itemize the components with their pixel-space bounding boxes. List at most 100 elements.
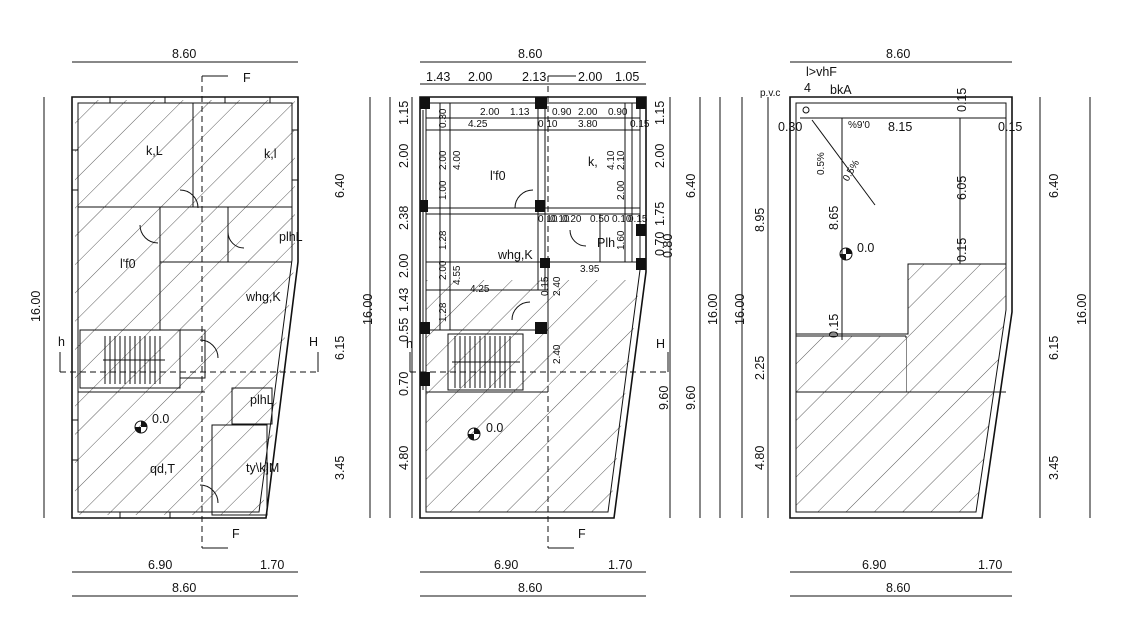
plan-roof bbox=[741, 61, 1091, 597]
plan1-section-h-left: h bbox=[58, 335, 65, 349]
plan3-inner-v2: 6.05 bbox=[955, 176, 969, 200]
plan2-inner-9: 0.15 bbox=[630, 119, 650, 130]
plan3-dim-right-c: 3.45 bbox=[1047, 456, 1061, 480]
plan3-dim-bottom-total: 8.60 bbox=[886, 581, 910, 595]
plan2-dim-left-2: 2.00 bbox=[397, 144, 411, 168]
plan2-section-h-right: H bbox=[656, 337, 665, 351]
plan2-inner-16: 0.10 bbox=[538, 214, 558, 225]
plan2-dim-left-4: 2.00 bbox=[397, 254, 411, 278]
plan1-room-b: k,l bbox=[264, 147, 277, 161]
plan1-dim-right-c: 3.45 bbox=[333, 456, 347, 480]
plan3-level: 0.0 bbox=[857, 241, 874, 255]
plan1-dim-bottom-total: 8.60 bbox=[172, 581, 196, 595]
plan2-inner-31: 2.40 bbox=[552, 344, 563, 364]
plan2-room-a: l'f0 bbox=[490, 169, 506, 183]
plan2-dim-bottom-b: 1.70 bbox=[608, 558, 632, 572]
plan2-dim-bottom-a: 6.90 bbox=[494, 558, 518, 572]
plan2-inner-27: 1.28 bbox=[438, 302, 449, 322]
plan2-section-f-bottom: F bbox=[578, 527, 586, 541]
plan2-level: 0.0 bbox=[486, 421, 503, 435]
plan3-dim-right-b: 6.15 bbox=[1047, 336, 1061, 360]
plan3-dim-bottom-a: 6.90 bbox=[862, 558, 886, 572]
plan2-room-b: k, bbox=[588, 155, 598, 169]
plan3-corner-a: 0.30 bbox=[778, 120, 802, 134]
plan3-corner-e: 0.15 bbox=[827, 314, 841, 338]
plan2-inner-5: 0.90 bbox=[608, 107, 628, 118]
plan2-dim-left-total: 16.00 bbox=[361, 294, 375, 325]
plan3-dim-right-a: 6.40 bbox=[1047, 174, 1061, 198]
plan3-inner-top: 8.15 bbox=[888, 120, 912, 134]
plan2-dim-left-1: 1.15 bbox=[397, 101, 411, 125]
plan2-inner-17: 0.10 bbox=[550, 214, 570, 225]
plan-ground-floor bbox=[43, 61, 371, 597]
plan3-slope-c: 0.5% bbox=[841, 158, 862, 183]
plan2-inner-19: 0.50 bbox=[590, 214, 610, 225]
plan1-room-f: plhL bbox=[250, 393, 274, 407]
plan2-dim-toprow-2: 2.00 bbox=[468, 70, 492, 84]
plan1-section-f-bottom: F bbox=[232, 527, 240, 541]
plan-first-floor bbox=[389, 61, 721, 597]
plan3-dim-left-c: 4.80 bbox=[753, 446, 767, 470]
plan1-room-d: plhL bbox=[279, 230, 303, 244]
plan3-pvc: p.v.c bbox=[760, 88, 780, 99]
plan2-dim-toprow-4: 2.00 bbox=[578, 70, 602, 84]
plan2-dim-far-right-b: 16.00 bbox=[706, 294, 720, 325]
stair-treads-2 bbox=[452, 336, 520, 388]
plan2-dim-left-6: 0.55 bbox=[397, 318, 411, 342]
plan3-corner-c: 0.15 bbox=[955, 88, 969, 112]
plan3-corner-b: 0.15 bbox=[998, 120, 1022, 134]
plan2-inner-13: 2.10 bbox=[616, 150, 627, 170]
plan2-inner-24: 2.00 bbox=[438, 260, 449, 280]
plan2-dim-right-4: 0.70 bbox=[653, 232, 667, 256]
plan2-dim-toprow-3: 2.13 bbox=[522, 70, 546, 84]
plan2-inner-7: 0.10 bbox=[538, 119, 558, 130]
stair-treads bbox=[103, 336, 165, 384]
plan2-inner-8: 3.80 bbox=[578, 119, 598, 130]
plan1-dim-right-b: 6.15 bbox=[333, 336, 347, 360]
plan1-room-a: k,L bbox=[146, 144, 163, 158]
plan2-inner-6: 4.25 bbox=[468, 119, 488, 130]
plan3-inner-v: 8.65 bbox=[827, 206, 841, 230]
plan2-inner-25: 3.95 bbox=[580, 264, 600, 275]
plan3-dim-top: 8.60 bbox=[886, 47, 910, 61]
plan2-room-c: whg,K bbox=[497, 248, 533, 262]
plan2-inner-29: 0.15 bbox=[540, 276, 551, 296]
plan1-section-h-right: H bbox=[309, 335, 318, 349]
plan2-inner-12: 4.10 bbox=[606, 150, 617, 170]
plan1-dim-left: 16.00 bbox=[29, 291, 43, 322]
plan3-dim-bottom-b: 1.70 bbox=[978, 558, 1002, 572]
plan2-inner-22: 1.28 bbox=[438, 230, 449, 250]
plan2-dim-right-total: 6.40 bbox=[684, 174, 698, 198]
plan2-room-d: Plh bbox=[597, 236, 615, 250]
plan2-dim-left-5: 1.43 bbox=[397, 288, 411, 312]
plan2-inner-20: 0.10 bbox=[612, 214, 632, 225]
plan3-corner-d: 0.15 bbox=[955, 238, 969, 262]
plan2-dim-left-7: 0.70 bbox=[397, 372, 411, 396]
plan2-inner-2: 1.13 bbox=[510, 107, 530, 118]
plan1-dim-bottom-b: 1.70 bbox=[260, 558, 284, 572]
plan2-inner-30: 0.30 bbox=[438, 108, 449, 128]
plan2-inner-3: 0.90 bbox=[552, 107, 572, 118]
plan1-dim-bottom-a: 6.90 bbox=[148, 558, 172, 572]
plan3-dim-left-total: 16.00 bbox=[733, 294, 747, 325]
plan2-dim-bottom-total: 8.60 bbox=[518, 581, 542, 595]
plan1-room-c: l'f0 bbox=[120, 257, 136, 271]
plan3-bka: bkA bbox=[830, 83, 852, 97]
plan3-num: 4 bbox=[804, 81, 811, 95]
plan1-level: 0.0 bbox=[152, 412, 169, 426]
plan2-inner-10: 4.00 bbox=[452, 150, 463, 170]
plan2-inner-28: 2.40 bbox=[552, 276, 563, 296]
plan1-dim-top: 8.60 bbox=[172, 47, 196, 61]
plan1-room-g: qd,T bbox=[150, 462, 175, 476]
plan3-dim-left-b: 2.25 bbox=[753, 356, 767, 380]
plan3-dim-left-a: 8.95 bbox=[753, 208, 767, 232]
plan1-room-e: whg,K bbox=[245, 290, 281, 304]
plan2-dim-top: 8.60 bbox=[518, 47, 542, 61]
plan2-dim-right-3: 1.75 bbox=[653, 202, 667, 226]
plan2-inner-21: 0.15 bbox=[628, 214, 648, 225]
plan2-dim-right-1: 1.15 bbox=[653, 101, 667, 125]
plan2-section-h-left: h bbox=[406, 337, 413, 351]
plan3-slope-a: %9'0 bbox=[848, 120, 870, 131]
plan2-inner-11: 2.00 bbox=[438, 150, 449, 170]
